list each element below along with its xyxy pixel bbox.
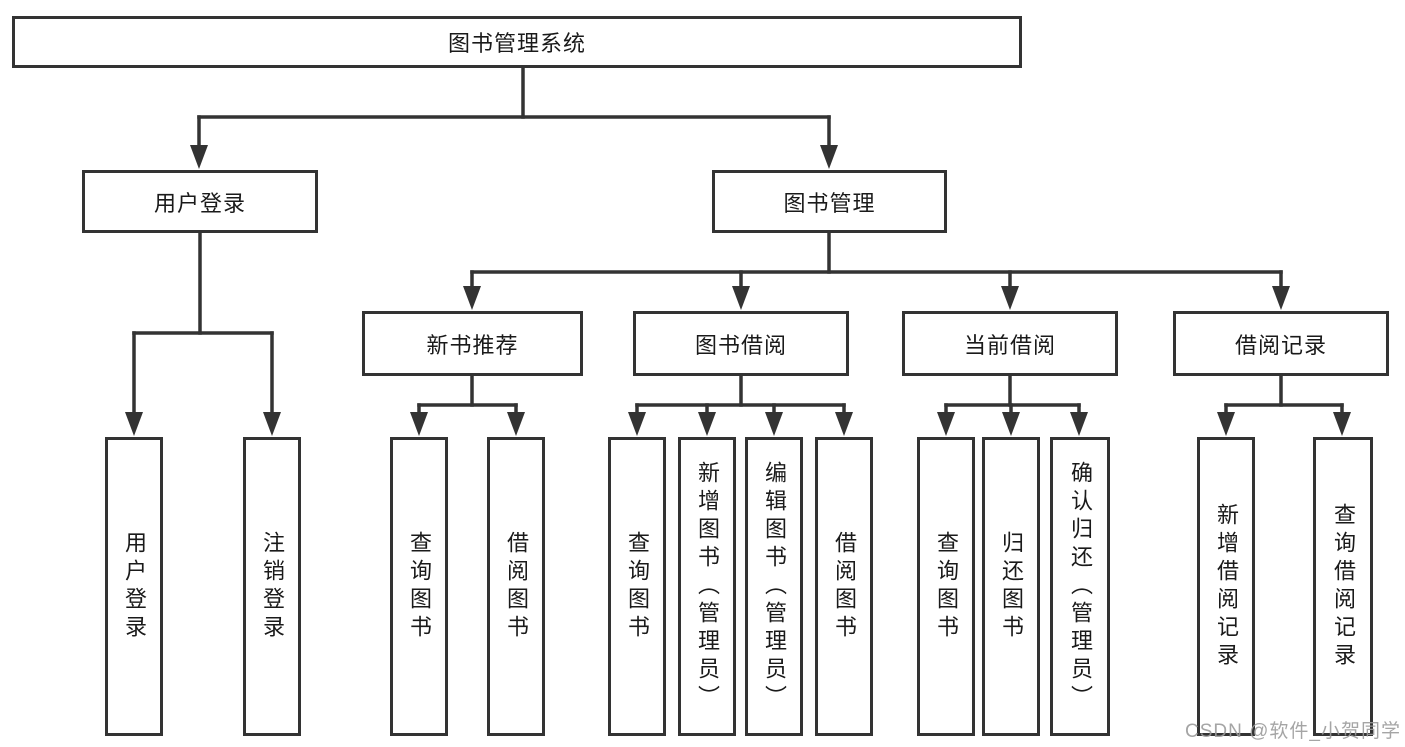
leaf-cb-return-books: 归还图书 xyxy=(982,437,1040,736)
leaf-bb-add-books-label: 新增图书（管理员） xyxy=(695,460,720,713)
leaf-bb-edit-books-label: 编辑图书（管理员） xyxy=(762,460,787,713)
node-book-management-label: 图书管理 xyxy=(783,190,876,216)
leaf-cb-confirm-return-label: 确认归还（管理员） xyxy=(1068,460,1093,713)
leaf-bb-borrow-books-label: 借阅图书 xyxy=(832,530,857,643)
node-current-borrow: 当前借阅 xyxy=(902,311,1118,376)
leaf-br-add-record: 新增借阅记录 xyxy=(1197,437,1255,736)
leaf-rec-borrow-books-label: 借阅图书 xyxy=(504,530,529,643)
node-root-label: 图书管理系统 xyxy=(447,31,586,56)
node-borrow-records: 借阅记录 xyxy=(1173,311,1389,376)
node-current-borrow-label: 当前借阅 xyxy=(963,332,1056,358)
leaf-cb-confirm-return: 确认归还（管理员） xyxy=(1050,437,1110,736)
leaf-bb-query-books-label: 查询图书 xyxy=(625,530,650,643)
leaf-logout: 注销登录 xyxy=(243,437,301,736)
node-user-login-label: 用户登录 xyxy=(153,190,246,216)
leaf-cb-query-books-label: 查询图书 xyxy=(934,530,959,643)
leaf-rec-query-books: 查询图书 xyxy=(390,437,448,736)
leaf-user-login-label: 用户登录 xyxy=(122,530,147,643)
leaf-bb-add-books: 新增图书（管理员） xyxy=(678,437,736,736)
leaf-cb-return-books-label: 归还图书 xyxy=(999,530,1024,643)
leaf-br-query-record: 查询借阅记录 xyxy=(1313,437,1373,736)
node-book-borrow: 图书借阅 xyxy=(633,311,849,376)
node-user-login: 用户登录 xyxy=(82,170,318,233)
node-book-borrow-label: 图书借阅 xyxy=(694,332,787,358)
node-new-book-recommend-label: 新书推荐 xyxy=(426,332,519,358)
node-book-management: 图书管理 xyxy=(712,170,947,233)
leaf-br-query-record-label: 查询借阅记录 xyxy=(1331,502,1356,671)
leaf-logout-label: 注销登录 xyxy=(260,530,285,643)
leaf-bb-edit-books: 编辑图书（管理员） xyxy=(745,437,803,736)
leaf-rec-borrow-books: 借阅图书 xyxy=(487,437,545,736)
leaf-br-add-record-label: 新增借阅记录 xyxy=(1214,502,1239,671)
leaf-user-login: 用户登录 xyxy=(105,437,163,736)
node-root: 图书管理系统 xyxy=(12,16,1022,68)
leaf-bb-borrow-books: 借阅图书 xyxy=(815,437,873,736)
leaf-rec-query-books-label: 查询图书 xyxy=(407,530,432,643)
leaf-bb-query-books: 查询图书 xyxy=(608,437,666,736)
node-borrow-records-label: 借阅记录 xyxy=(1234,332,1327,358)
leaf-cb-query-books: 查询图书 xyxy=(917,437,975,736)
node-new-book-recommend: 新书推荐 xyxy=(362,311,583,376)
